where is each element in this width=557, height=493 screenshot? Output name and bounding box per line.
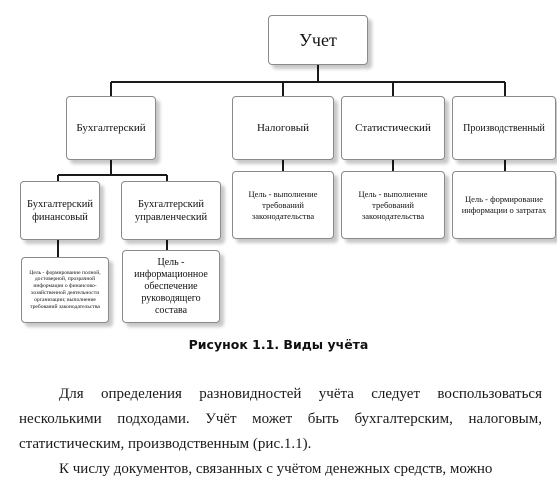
financial-label: Бухгалтерский финансовый: [26, 198, 94, 223]
managerial-goal-box: Цель - информационное обеспечение руково…: [122, 250, 220, 323]
body-paragraph-1: Для определения разновидностей учёта сле…: [19, 386, 542, 452]
financial-goal-box: Цель - формирование полной, достоверной,…: [21, 257, 109, 323]
managerial-label: Бухгалтерский управленческий: [134, 198, 208, 223]
root-box: Учет: [268, 15, 368, 65]
root-label: Учет: [299, 29, 337, 50]
statistical-box: Статистический: [341, 96, 445, 160]
production-label: Производственный: [463, 122, 545, 134]
production-goal-box: Цель - формирование информации о затрата…: [452, 171, 556, 239]
tax-box: Налоговый: [232, 96, 334, 160]
tax-goal-box: Цель - выполнение требований законодател…: [232, 171, 334, 239]
financial-goal-text: Цель - формирование полной, достоверной,…: [29, 269, 101, 310]
figure-caption: Рисунок 1.1. Виды учёта: [188, 337, 369, 352]
tax-goal-text: Цель - выполнение требований законодател…: [248, 188, 318, 221]
accounting-types-diagram: [57, 64, 506, 257]
statistical-label: Статистический: [355, 122, 431, 134]
body-paragraph-2: К числу документов, связанных с учётом д…: [59, 461, 493, 477]
statistical-goal-text: Цель - выполнение требований законодател…: [358, 188, 428, 221]
managerial-box: Бухгалтерский управленческий: [121, 181, 221, 240]
managerial-goal-text: Цель - информационное обеспечение руково…: [134, 256, 208, 316]
production-box: Производственный: [452, 96, 556, 160]
financial-box: Бухгалтерский финансовый: [20, 181, 100, 240]
tax-label: Налоговый: [256, 122, 310, 134]
accounting-label: Бухгалтерский: [76, 122, 146, 134]
statistical-goal-box: Цель - выполнение требований законодател…: [341, 171, 445, 239]
accounting-box: Бухгалтерский: [66, 96, 156, 160]
production-goal-text: Цель - формирование информации о затрата…: [461, 194, 547, 215]
